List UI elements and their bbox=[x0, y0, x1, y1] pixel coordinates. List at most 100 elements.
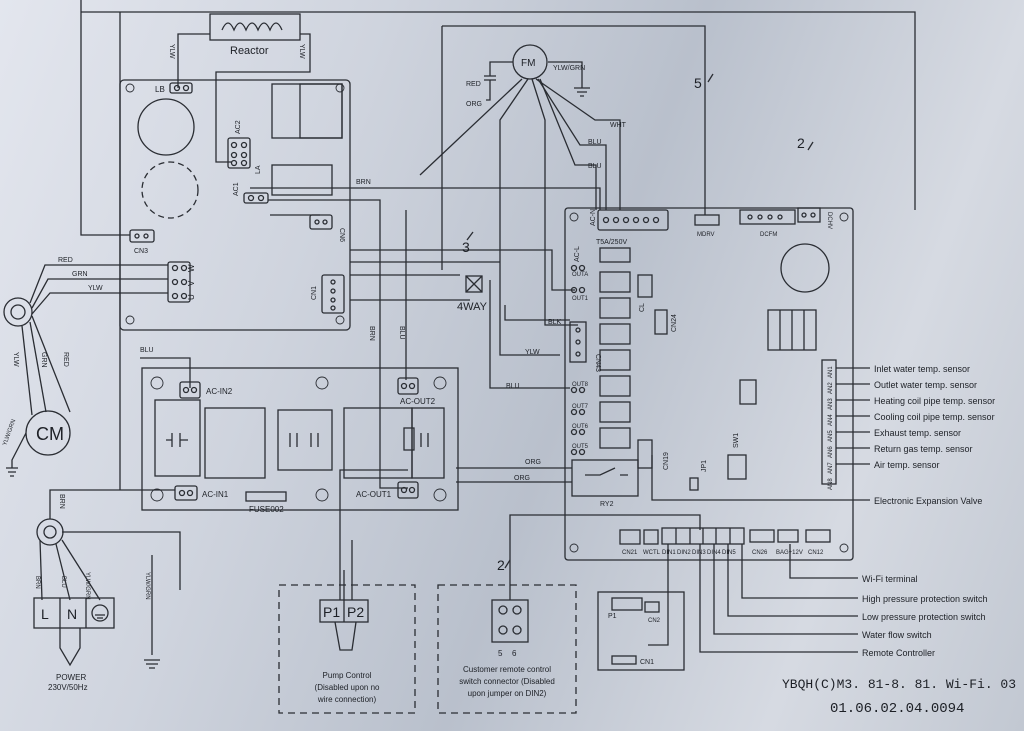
terminal-bag12: BAG+12V bbox=[776, 550, 803, 556]
wire-color-ylw-cm: YLW bbox=[12, 352, 19, 367]
terminal-cn1-remote: CN1 bbox=[640, 659, 654, 666]
sensor-label-heating-coil: Heating coil pipe temp. sensor bbox=[874, 396, 995, 406]
wire-color-red-cm: RED bbox=[62, 352, 69, 367]
control-label-water-flow: Water flow switch bbox=[862, 630, 932, 640]
pump-title: Pump Control bbox=[323, 671, 372, 680]
pump-terminal-p2: P2 bbox=[347, 604, 364, 620]
valve-label: Electronic Expansion Valve bbox=[874, 496, 982, 506]
control-label-wifi: Wi-Fi terminal bbox=[862, 574, 918, 584]
wire-count-5: 5 bbox=[694, 75, 702, 91]
wire-color-wht: WHT bbox=[610, 122, 627, 129]
terminal-din4: DIN4 bbox=[707, 550, 721, 556]
pump-note-line1: (Disabled upon no bbox=[315, 683, 380, 692]
wire-color-red-fm: RED bbox=[466, 81, 481, 88]
terminal-wctl: WCTL bbox=[643, 550, 661, 556]
wire-count-3: 3 bbox=[462, 239, 470, 255]
wire-color-ylw-grn-earth: YLW/GRN bbox=[144, 572, 150, 600]
terminal-ac2: AC2 bbox=[235, 120, 242, 134]
power-terminal-l: L bbox=[41, 606, 49, 622]
terminal-cn3: CN3 bbox=[134, 248, 148, 255]
terminal-ac-in1: AC-IN1 bbox=[202, 490, 229, 499]
capacitor-top bbox=[137, 98, 195, 156]
terminal-out8: OUT8 bbox=[572, 382, 589, 388]
remote-controller-board bbox=[597, 591, 685, 671]
control-label-high-pressure: High pressure protection switch bbox=[862, 594, 988, 604]
switch-label: SW1 bbox=[733, 433, 740, 448]
main-capacitor bbox=[780, 243, 830, 293]
terminal-din5: DIN5 bbox=[722, 550, 736, 556]
terminal-cn19: CN19 bbox=[663, 452, 670, 470]
four-way-valve bbox=[465, 275, 483, 293]
terminal-ac-l: AC-L bbox=[574, 246, 581, 262]
capacitor-bottom bbox=[141, 161, 199, 219]
terminal-la: LA bbox=[255, 165, 262, 174]
wire-color-brn-power: BRN bbox=[58, 494, 65, 509]
wire-color-ylw-grn-fm: YLW/GRN bbox=[553, 65, 585, 72]
wire-color-ylw: YLW bbox=[88, 285, 103, 292]
control-label-low-pressure: Low pressure protection switch bbox=[862, 612, 986, 622]
sensor-label-cooling-coil: Cooling coil pipe temp. sensor bbox=[874, 412, 995, 422]
compressor-label: CM bbox=[36, 424, 64, 444]
pump-note-line2: wire connection) bbox=[317, 695, 377, 704]
terminal-cn26: CN26 bbox=[752, 550, 768, 556]
wire-color-blu-top: BLU bbox=[588, 139, 602, 146]
terminal-an5: AN5 bbox=[828, 430, 834, 442]
fuse-label: FUSE002 bbox=[249, 505, 284, 514]
terminal-out6: OUT6 bbox=[572, 424, 589, 430]
terminal-cn24: CN24 bbox=[671, 314, 678, 332]
remote-note-line2: switch connector (Disabled bbox=[459, 677, 555, 686]
wire-color-red: RED bbox=[58, 257, 73, 264]
terminal-cn1: CN1 bbox=[311, 286, 318, 300]
ring-filter bbox=[3, 297, 33, 327]
remote-switch-box bbox=[437, 584, 577, 714]
wire-count-2-top: 2 bbox=[797, 135, 805, 151]
terminal-out1: OUT1 bbox=[572, 296, 589, 302]
terminal-an6: AN6 bbox=[828, 446, 834, 458]
terminal-an3: AN3 bbox=[828, 398, 834, 410]
pump-terminal-p1: P1 bbox=[323, 604, 340, 620]
terminal-dchv: DCHV bbox=[826, 212, 832, 229]
model-number: YBQH(C)M3. 81-8. 81. Wi-Fi. 03 bbox=[782, 677, 1016, 692]
sensor-label-return-gas: Return gas temp. sensor bbox=[874, 444, 973, 454]
reactor bbox=[209, 13, 301, 41]
terminal-cn6: CN6 bbox=[338, 228, 345, 242]
wire-color-ylw-right: YLW bbox=[298, 44, 305, 59]
remote-note-line1: Customer remote control bbox=[463, 665, 551, 674]
fuse-rating-label: T5A/250V bbox=[596, 239, 627, 246]
terminal-din1: DIN1 bbox=[662, 550, 676, 556]
terminal-p1-remote: P1 bbox=[608, 613, 617, 620]
terminal-mdrv: MDRV bbox=[697, 232, 715, 238]
power-terminal-block bbox=[33, 597, 115, 629]
wire-count-2-remote: 2 bbox=[497, 557, 505, 573]
terminal-lb: LB bbox=[155, 85, 165, 94]
power-terminal-n: N bbox=[67, 606, 77, 622]
terminal-an4: AN4 bbox=[828, 414, 834, 426]
wire-color-ylw-left: YLW bbox=[168, 44, 175, 59]
wire-color-brn-l: BRN bbox=[34, 576, 40, 589]
terminal-din3: DIN3 bbox=[692, 550, 706, 556]
wire-color-brn: BRN bbox=[356, 179, 371, 186]
sensor-label-inlet: Inlet water temp. sensor bbox=[874, 364, 970, 374]
sensor-label-exhaust: Exhaust temp. sensor bbox=[874, 428, 961, 438]
wire-color-grn: GRN bbox=[72, 271, 88, 278]
terminal-out7: OUT7 bbox=[572, 404, 589, 410]
terminal-ac-n: AC-N bbox=[590, 209, 597, 226]
terminal-v: V bbox=[187, 280, 196, 286]
terminal-cn43: CN43 bbox=[594, 354, 601, 372]
terminal-jp1: JP1 bbox=[701, 460, 708, 472]
relay-label: RY2 bbox=[600, 501, 614, 508]
part-number: 01.06.02.04.0094 bbox=[830, 701, 964, 717]
wire-color-org-top: ORG bbox=[525, 459, 541, 466]
wire-color-org-bottom: ORG bbox=[514, 475, 530, 482]
terminal-out5: OUT5 bbox=[572, 444, 589, 450]
terminal-ac1: AC1 bbox=[233, 182, 240, 196]
terminal-an8: AN8 bbox=[828, 478, 834, 490]
relay-ry2 bbox=[571, 459, 639, 497]
wire-color-blu-board: BLU bbox=[506, 383, 520, 390]
wire-color-brn-mid: BRN bbox=[368, 326, 375, 341]
terminal-cn2-remote: CN2 bbox=[648, 618, 661, 624]
wire-color-blu-n: BLU bbox=[60, 576, 66, 588]
